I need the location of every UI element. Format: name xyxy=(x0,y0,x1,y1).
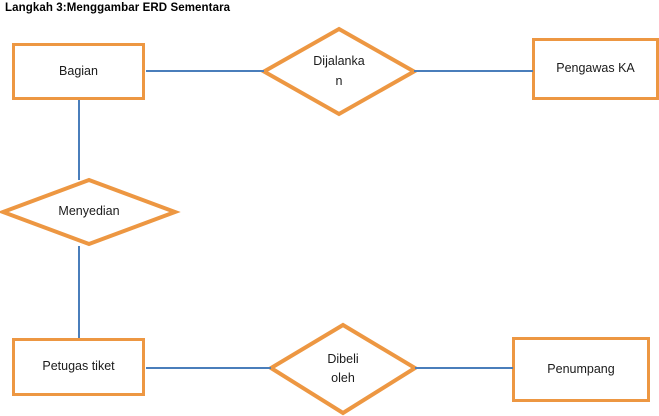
connector-dibeli-oleh-to-penumpang xyxy=(415,367,513,369)
relationship-dijalankan[interactable]: Dijalanka n xyxy=(259,26,419,117)
entity-bagian[interactable]: Bagian xyxy=(12,43,145,100)
entity-bagian-label: Bagian xyxy=(59,63,98,78)
entity-petugas-tiket-label: Petugas tiket xyxy=(42,359,115,374)
diamond-shape-icon xyxy=(267,322,419,416)
entity-pengawas-ka[interactable]: Pengawas KA xyxy=(532,38,659,100)
connector-bagian-to-menyedian xyxy=(78,100,80,180)
diamond-shape-icon xyxy=(0,177,181,247)
connector-menyedian-to-petugas-tiket xyxy=(78,246,80,338)
relationship-dibeli-oleh[interactable]: Dibeli oleh xyxy=(267,322,419,416)
connector-petugas-tiket-to-dibeli-oleh xyxy=(146,367,271,369)
entity-penumpang[interactable]: Penumpang xyxy=(512,337,650,402)
relationship-menyedian[interactable]: Menyedian xyxy=(0,177,181,247)
entity-petugas-tiket[interactable]: Petugas tiket xyxy=(12,338,145,396)
connector-dijalankan-to-pengawas-ka xyxy=(414,70,533,72)
connector-bagian-to-dijalankan xyxy=(146,70,264,72)
entity-penumpang-label: Penumpang xyxy=(547,361,615,376)
diamond-shape-icon xyxy=(259,26,419,117)
entity-pengawas-ka-label: Pengawas KA xyxy=(556,61,635,76)
page-title: Langkah 3:Menggambar ERD Sementara xyxy=(5,2,231,14)
